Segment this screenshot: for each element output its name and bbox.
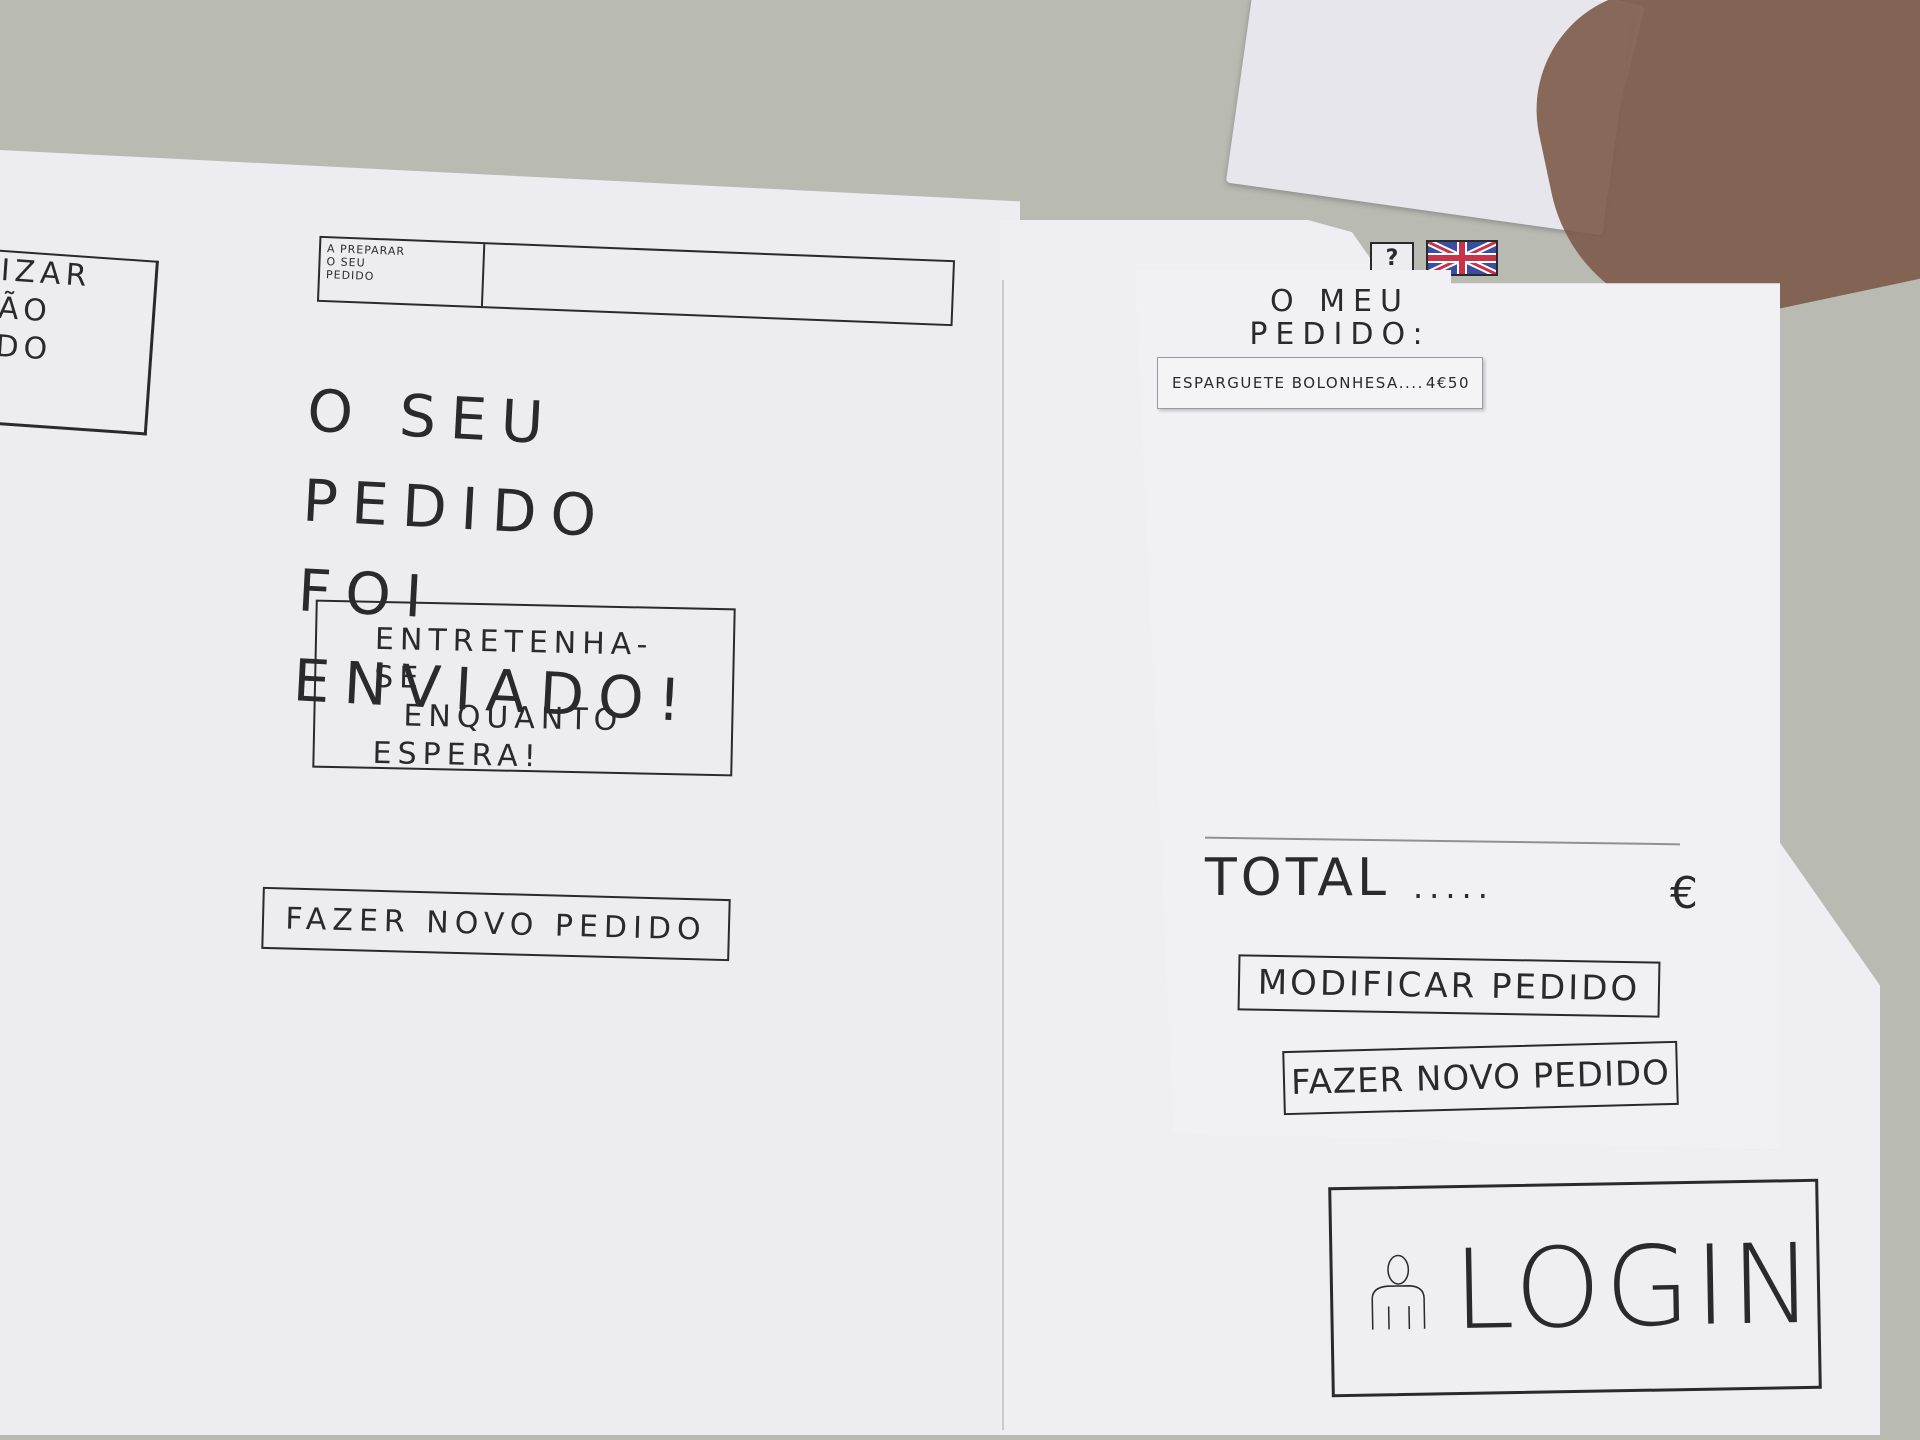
my-order-title-line-1: O MEU xyxy=(1270,284,1410,319)
my-order-title-line-2: PEDIDO: xyxy=(1249,317,1431,352)
total-label: TOTAL xyxy=(1205,848,1390,908)
order-sent-line-1: O SEU PEDIDO xyxy=(300,376,612,551)
modify-order-button[interactable]: MODIFICAR PEDIDO xyxy=(1237,954,1661,1018)
new-order-button[interactable]: FAZER NOVO PEDIDO xyxy=(261,886,731,962)
total-value-placeholder: ..... xyxy=(1413,868,1494,906)
sidebar-new-order-button[interactable]: FAZER NOVO PEDIDO xyxy=(1282,1040,1679,1116)
entertain-line-3: ESPERA! xyxy=(372,735,543,775)
progress-label: A PREPARAR O SEU PEDIDO xyxy=(319,237,486,307)
login-label: LOGIN xyxy=(1451,1219,1819,1355)
uk-flag-icon[interactable] xyxy=(1426,240,1498,276)
total-currency-symbol: € xyxy=(1670,868,1698,919)
paper-fold-line xyxy=(1002,280,1004,1430)
my-order-panel xyxy=(1135,270,1780,1150)
entertain-line-2: ENQUANTO xyxy=(403,698,624,739)
main-paper-screen xyxy=(0,150,1020,1435)
uk-flag-graphic xyxy=(1428,242,1496,274)
order-item[interactable]: ESPARGUETE BOLONHESA .... 4€50 xyxy=(1157,357,1483,409)
login-button[interactable]: LOGIN xyxy=(1328,1178,1822,1398)
help-icon[interactable]: ? xyxy=(1370,242,1414,274)
order-item-name: ESPARGUETE BOLONHESA xyxy=(1172,374,1399,392)
entertain-line-1: ENTRETENHA-SE xyxy=(373,621,654,696)
cutoff-side-button[interactable]: IZAR ÃO DO xyxy=(0,249,159,436)
entertain-button[interactable]: ENTRETENHA-SE ENQUANTO ESPERA! xyxy=(312,599,736,777)
order-item-price: 4€50 xyxy=(1425,374,1471,392)
user-icon xyxy=(1371,1254,1426,1330)
order-item-dots: .... xyxy=(1398,374,1424,392)
my-order-title: O MEU PEDIDO: xyxy=(1235,285,1445,351)
